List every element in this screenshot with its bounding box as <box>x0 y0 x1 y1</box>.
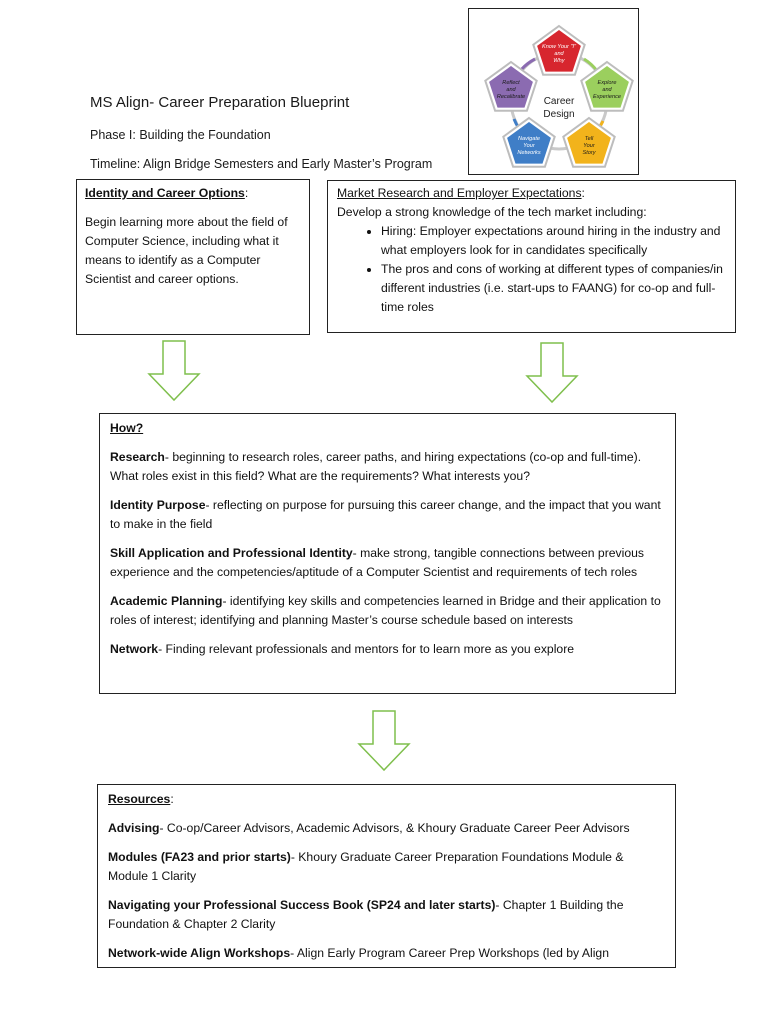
identity-career-options-box: Identity and Career Options: Begin learn… <box>76 179 310 335</box>
how-item-term: Academic Planning <box>110 594 223 608</box>
logo-node-label: Recalibrate <box>497 94 525 100</box>
logo-node <box>537 30 581 72</box>
how-item: Academic Planning- identifying key skill… <box>110 592 665 630</box>
logo-node-label: and <box>602 87 612 93</box>
how-box: How? Research- beginning to research rol… <box>99 413 676 694</box>
resource-item: Network-wide Align Workshops- Align Earl… <box>108 944 665 963</box>
how-item-text: - Finding relevant professionals and men… <box>158 642 575 656</box>
logo-node-label: Your <box>523 143 536 149</box>
logo-node-label: and <box>554 51 564 57</box>
market-intro: Develop a strong knowledge of the tech m… <box>337 205 647 219</box>
resources-box: Resources: Advising- Co-op/Career Adviso… <box>97 784 676 968</box>
logo-node-label: and <box>506 87 516 93</box>
resource-item-text: - Co-op/Career Advisors, Academic Adviso… <box>159 821 630 835</box>
how-item-term: Research <box>110 450 165 464</box>
resource-item-text: - Khoury Graduate Career Preparation Fou… <box>108 850 624 883</box>
resource-item-text: - Align Early Program Career Prep Worksh… <box>290 946 609 960</box>
logo-node <box>567 122 611 164</box>
how-item: Network- Finding relevant professionals … <box>110 640 665 659</box>
logo-node-label: Reflect <box>502 80 520 86</box>
career-design-diagram: Career Design Know Your "I"andWhyExplore… <box>484 24 634 168</box>
resource-item-term: Network-wide Align Workshops <box>108 946 291 960</box>
resource-item-text: - Chapter 1 Building the Foundation & Ch… <box>108 898 624 931</box>
logo-node <box>585 66 629 108</box>
resource-item: Modules (FA23 and prior starts)- Khoury … <box>108 848 665 886</box>
market-heading-suffix: : <box>581 186 585 200</box>
phase-label: Phase I: Building the Foundation <box>90 128 271 142</box>
how-item-term: Identity Purpose <box>110 498 206 512</box>
resource-item-term: Navigating your Professional Success Boo… <box>108 898 496 912</box>
logo-node-label: Your <box>583 143 596 149</box>
logo-node-label: Why <box>553 58 565 64</box>
identity-heading-suffix: : <box>244 186 249 200</box>
resource-item-term: Advising <box>108 821 160 835</box>
resource-item: Navigating your Professional Success Boo… <box>108 896 665 934</box>
resources-heading-suffix: : <box>170 792 174 806</box>
down-arrow-icon <box>525 342 579 404</box>
how-item-text: - beginning to research roles, career pa… <box>110 450 642 483</box>
logo-node <box>489 66 533 108</box>
market-heading: Market Research and Employer Expectation… <box>337 186 582 200</box>
market-bullet-list: Hiring: Employer expectations around hir… <box>337 222 726 317</box>
market-bullet: Hiring: Employer expectations around hir… <box>381 222 726 260</box>
logo-node <box>507 122 551 164</box>
resource-item-term: Modules (FA23 and prior starts) <box>108 850 291 864</box>
how-item: Research- beginning to research roles, c… <box>110 448 665 486</box>
logo-node-label: Story <box>582 150 596 156</box>
logo-node-label: Tell <box>585 136 594 142</box>
logo-center-line2: Design <box>543 109 574 120</box>
how-item-term: Skill Application and Professional Ident… <box>110 546 353 560</box>
logo-center-line1: Career <box>544 96 575 107</box>
how-heading: How? <box>110 421 144 435</box>
logo-node-label: Experience <box>593 94 621 100</box>
page-title: MS Align- Career Preparation Blueprint <box>90 94 350 111</box>
logo-node-label: Networks <box>517 150 541 156</box>
logo-node-label: Know Your "I" <box>542 44 577 50</box>
identity-body: Begin learning more about the field of C… <box>85 215 288 286</box>
how-item-text: - identifying key skills and competencie… <box>110 594 661 627</box>
down-arrow-icon <box>147 340 201 402</box>
how-item-text: - reflecting on purpose for pursuing thi… <box>110 498 661 531</box>
timeline-label: Timeline: Align Bridge Semesters and Ear… <box>90 157 433 171</box>
down-arrow-icon <box>357 710 411 772</box>
identity-heading: Identity and Career Options <box>85 186 245 200</box>
how-item-term: Network <box>110 642 159 656</box>
logo-node-label: Explore <box>598 80 617 86</box>
how-item: Skill Application and Professional Ident… <box>110 544 665 582</box>
logo-node-label: Navigate <box>518 136 540 142</box>
resource-item: Advising- Co-op/Career Advisors, Academi… <box>108 819 665 838</box>
resources-heading: Resources <box>108 792 171 806</box>
market-bullet: The pros and cons of working at differen… <box>381 260 726 317</box>
how-item: Identity Purpose- reflecting on purpose … <box>110 496 665 534</box>
how-item-text: - make strong, tangible connections betw… <box>110 546 644 579</box>
market-research-box: Market Research and Employer Expectation… <box>327 180 736 333</box>
